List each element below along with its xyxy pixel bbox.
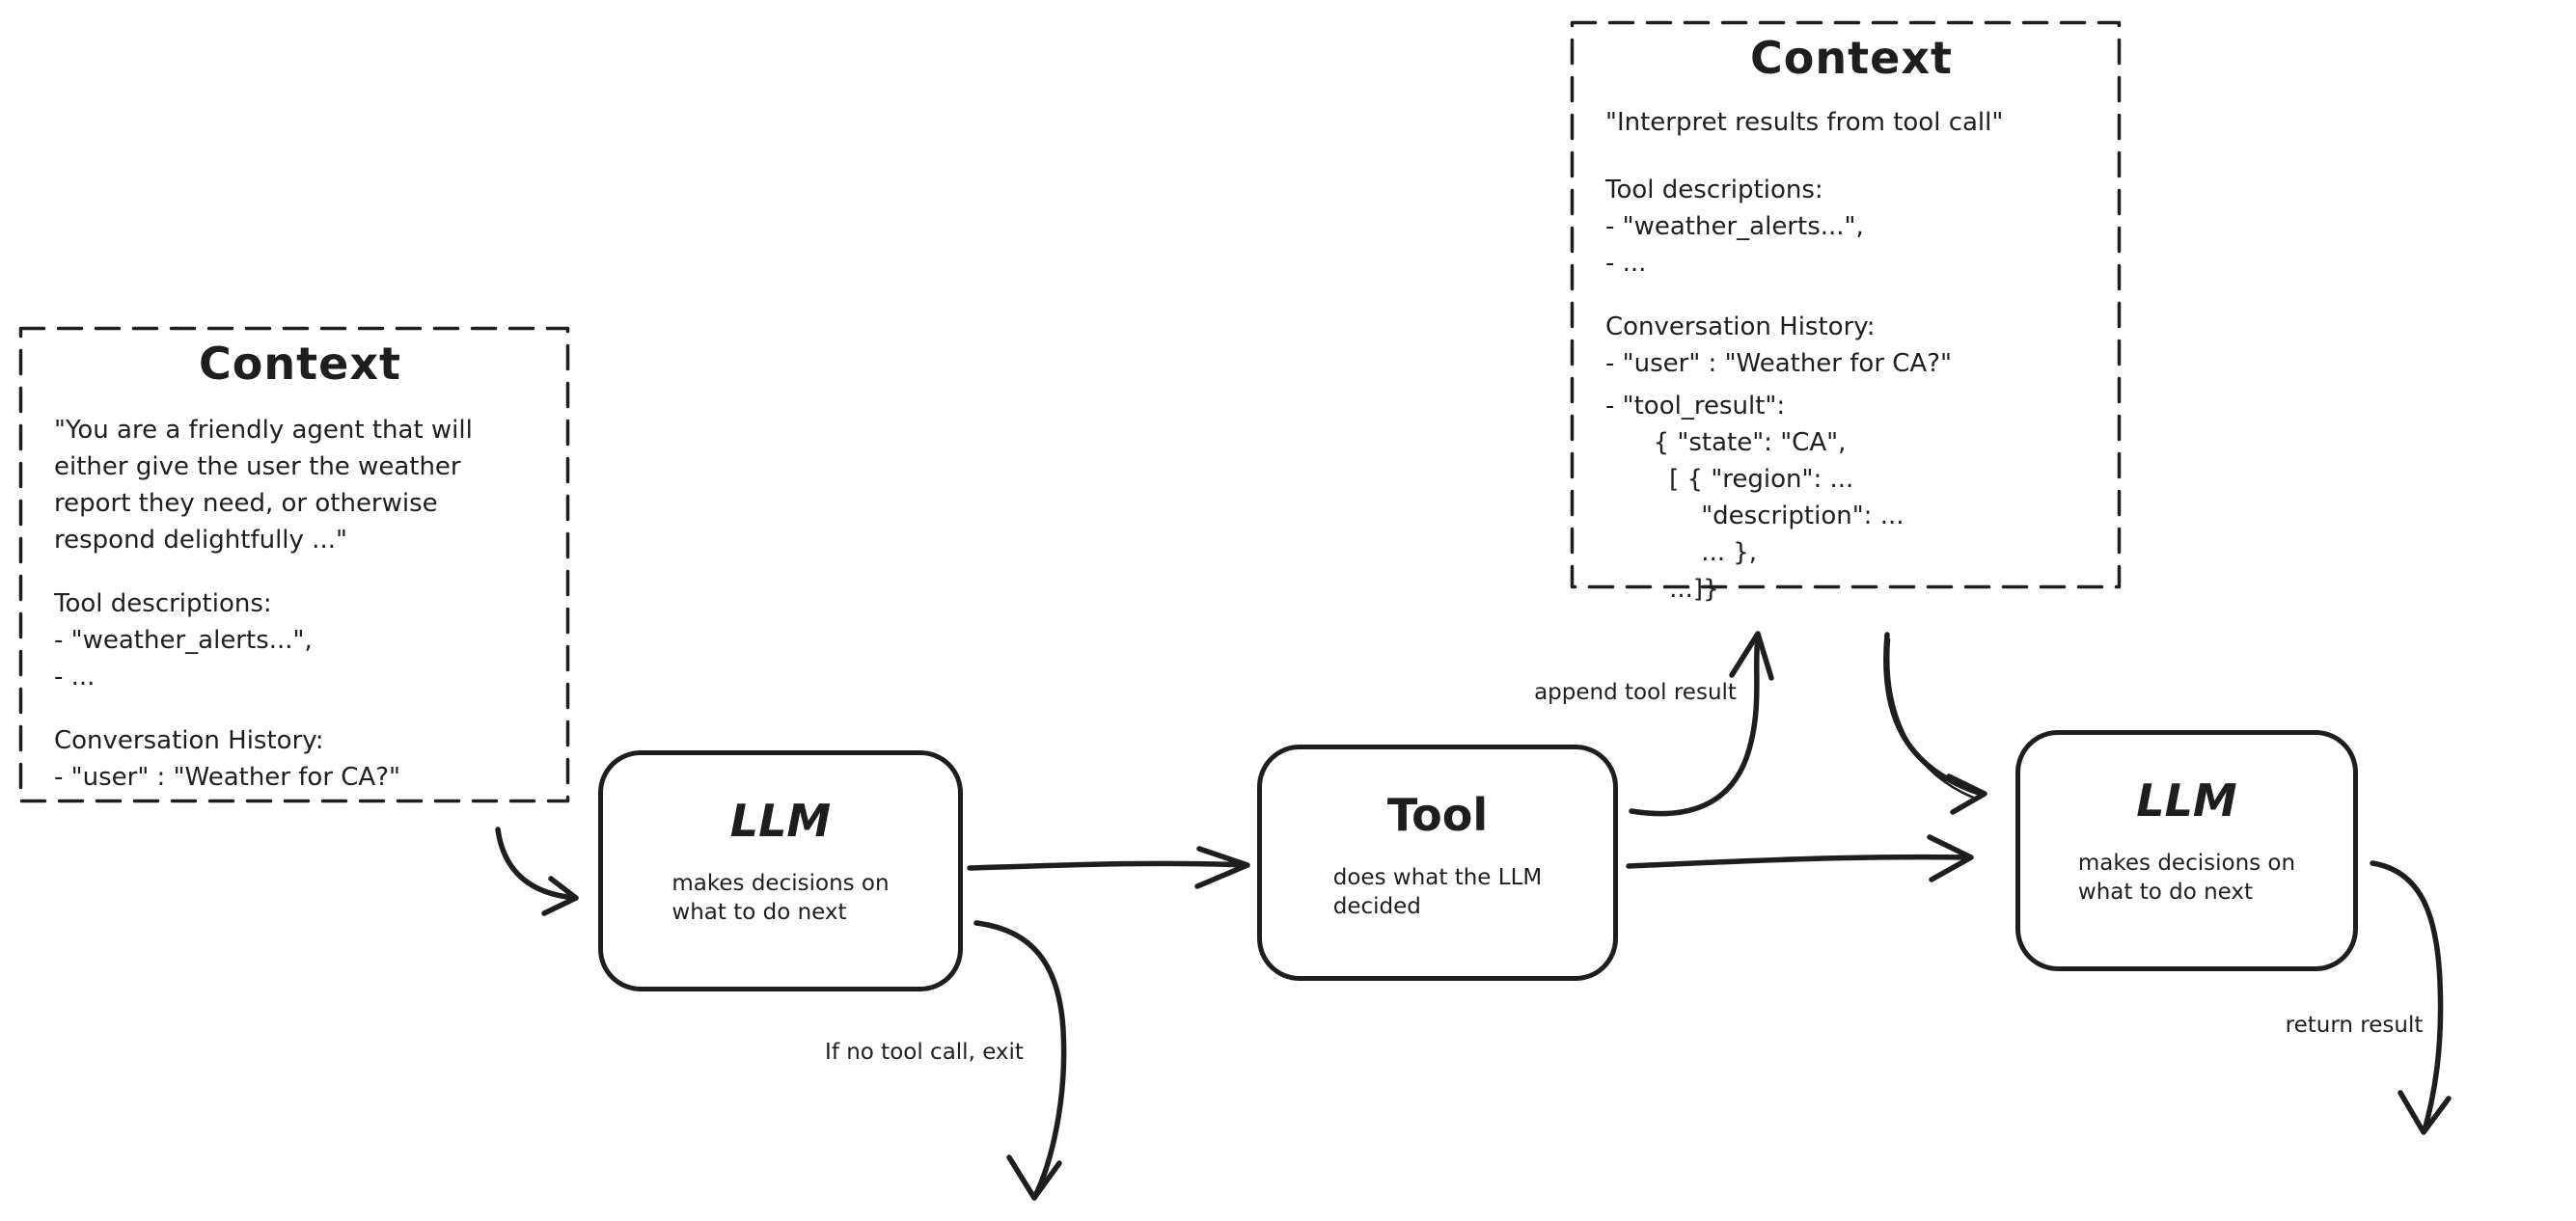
edge-label-append-tool-result: append tool result: [1534, 680, 1737, 705]
node-llm-1: LLM makes decisions on what to do next: [598, 750, 963, 991]
arrow-llm1-exit-head: [1006, 1154, 1062, 1201]
context-right-conversation-history: Conversation History: - "user" : "Weathe…: [1605, 312, 1952, 378]
context-right-title: Context: [1750, 32, 1953, 84]
arrow-llm1-to-tool: [967, 860, 1248, 871]
node-tool-subtitle: does what the LLM decided: [1332, 865, 1543, 919]
node-tool: Tool does what the LLM decided: [1257, 745, 1618, 981]
node-llm-1-subtitle: makes decisions on what to do next: [671, 871, 890, 925]
arrow-context-left-to-llm1-head: [541, 876, 579, 916]
arrow-context-right-to-llm2-ghost: [1887, 638, 1978, 800]
arrow-llm2-return: [2370, 860, 2444, 1133]
arrow-context-right-to-llm2-head: [1946, 773, 1987, 815]
arrow-tool-to-llm2-head: [1927, 834, 1974, 882]
node-llm-2-subtitle: makes decisions on what to do next: [2077, 851, 2296, 905]
arrow-llm2-return-head: [2398, 1090, 2452, 1135]
arrow-tool-to-context-right: [1629, 633, 1761, 817]
node-llm-2-title: LLM: [2136, 774, 2237, 827]
node-llm-2: LLM makes decisions on what to do next: [2015, 730, 2358, 971]
node-tool-title: Tool: [1386, 789, 1489, 841]
arrow-context-left-to-llm1: [495, 827, 579, 901]
context-left-title: Context: [199, 338, 401, 390]
context-box-right: Context "Interpret results from tool cal…: [1571, 21, 2121, 604]
arrow-llm1-to-tool-head: [1194, 846, 1250, 889]
context-left-conversation-history: Conversation History: - "user" : "Weathe…: [54, 726, 400, 792]
arrow-context-right-to-llm2: [1883, 632, 1985, 797]
arrow-tool-to-llm2: [1626, 854, 1971, 869]
node-llm-1-title: LLM: [729, 795, 832, 847]
context-left-system-prompt: "You are a friendly agent that will eith…: [54, 416, 473, 555]
context-right-instruction: "Interpret results from tool call": [1605, 108, 2004, 137]
edge-label-return-result: return result: [2285, 1013, 2424, 1038]
context-left-tool-descriptions: Tool descriptions: - "weather_alerts..."…: [54, 589, 313, 692]
context-right-tool-descriptions: Tool descriptions: - "weather_alerts..."…: [1605, 176, 1864, 278]
edge-label-if-no-tool-call-exit: If no tool call, exit: [825, 1040, 1024, 1065]
context-box-left: Context "You are a friendly agent that w…: [19, 327, 569, 802]
arrow-tool-to-context-right-head: [1729, 631, 1774, 681]
context-right-tool-result: - "tool_result": { "state": "CA", [ { "r…: [1605, 392, 1905, 604]
